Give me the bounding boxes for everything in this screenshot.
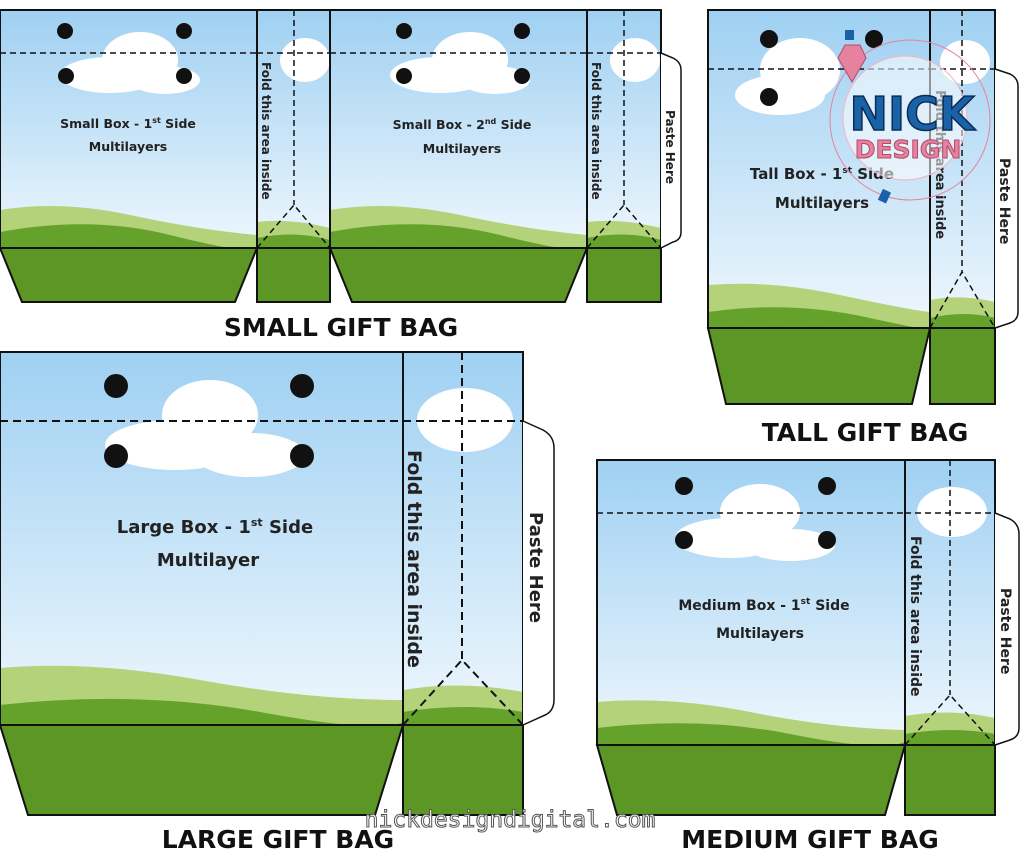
large-bag-panel: Large Box - 1st Side Multilayer bbox=[0, 351, 405, 816]
fold-label: Fold this area inside bbox=[589, 62, 603, 200]
small-bag-panel-2: Small Box - 2nd Side Multilayers bbox=[328, 9, 589, 303]
large-bag-side-strip: Fold this area inside bbox=[402, 351, 524, 816]
bottom-gusset bbox=[328, 247, 589, 303]
logo-nick-text: NICK bbox=[849, 87, 976, 141]
fold-label: Fold this area inside bbox=[907, 536, 923, 697]
bag-label-line2: Multilayers bbox=[716, 626, 804, 642]
bag-label-line2: Multilayers bbox=[775, 194, 869, 212]
bottom-gusset bbox=[0, 724, 405, 816]
small-bag-paste-tab: Paste Here bbox=[660, 52, 682, 249]
handle-hole bbox=[176, 68, 192, 84]
logo-design-text: DESIGN bbox=[855, 135, 962, 164]
handle-hole bbox=[818, 531, 836, 549]
bag-label-line2: Multilayers bbox=[423, 141, 501, 156]
bag-label-line1: Small Box - 1st Side bbox=[60, 116, 196, 131]
medium-bag-paste-tab: Paste Here bbox=[994, 512, 1020, 746]
handle-hole bbox=[396, 68, 412, 84]
bag-title: MEDIUM GIFT BAG bbox=[681, 825, 938, 853]
bottom-gusset bbox=[706, 327, 932, 405]
medium-gift-bag: Medium Box - 1st Side Multilayers Fold t… bbox=[595, 459, 1020, 853]
small-bag-side-strip-1: Fold this area inside bbox=[256, 9, 331, 303]
hill-dark bbox=[0, 224, 257, 250]
bottom-gusset bbox=[0, 247, 259, 303]
bag-label-line2: Multilayer bbox=[157, 550, 259, 571]
handle-hole bbox=[760, 88, 778, 106]
small-bag-panel-1: Small Box - 1st Side Multilayers bbox=[0, 9, 259, 303]
handle-hole bbox=[290, 444, 314, 468]
bag-label-line2: Multilayers bbox=[89, 139, 167, 154]
fold-label: Fold this area inside bbox=[403, 450, 425, 668]
handle-hole bbox=[396, 23, 412, 39]
bottom-gusset bbox=[595, 744, 907, 816]
bag-label-line1: Large Box - 1st Side bbox=[117, 516, 313, 538]
paste-label: Paste Here bbox=[997, 588, 1013, 674]
medium-bag-side-strip: Fold this area inside bbox=[904, 459, 996, 816]
handle-hole bbox=[58, 68, 74, 84]
handle-hole bbox=[176, 23, 192, 39]
bag-label-line1: Small Box - 2nd Side bbox=[393, 117, 532, 132]
medium-bag-panel: Medium Box - 1st Side Multilayers bbox=[595, 459, 907, 816]
tall-bag-paste-tab: Paste Here bbox=[994, 68, 1019, 329]
large-bag-paste-tab: Paste Here bbox=[522, 420, 555, 726]
bag-label-line1: Medium Box - 1st Side bbox=[678, 597, 849, 614]
paste-label: Paste Here bbox=[663, 110, 677, 184]
small-bag-side-strip-2: Fold this area inside bbox=[586, 9, 662, 303]
small-gift-bag: Small Box - 1st Side Multilayers Fold th… bbox=[0, 9, 682, 342]
handle-hole bbox=[865, 30, 883, 48]
handle-hole bbox=[675, 531, 693, 549]
handle-hole bbox=[514, 68, 530, 84]
bag-title: TALL GIFT BAG bbox=[762, 418, 969, 447]
handle-hole bbox=[760, 30, 778, 48]
large-gift-bag: Large Box - 1st Side Multilayer Fold thi… bbox=[0, 351, 555, 853]
handle-hole bbox=[818, 477, 836, 495]
cloud bbox=[60, 32, 200, 94]
handle-hole bbox=[104, 444, 128, 468]
handle-hole bbox=[104, 374, 128, 398]
handle-hole bbox=[514, 23, 530, 39]
paste-label: Paste Here bbox=[525, 512, 546, 623]
bag-title: SMALL GIFT BAG bbox=[224, 313, 458, 342]
handle-hole bbox=[57, 23, 73, 39]
paste-label: Paste Here bbox=[996, 158, 1012, 244]
pen-nib-icon bbox=[837, 30, 867, 83]
handle-hole bbox=[675, 477, 693, 495]
handle-hole bbox=[290, 374, 314, 398]
fold-label: Fold this area inside bbox=[259, 62, 273, 200]
nick-design-logo: NICK DESIGN bbox=[829, 30, 991, 204]
bag-title: LARGE GIFT BAG bbox=[162, 825, 394, 853]
watermark: nickdesigndigital.com bbox=[365, 807, 656, 833]
